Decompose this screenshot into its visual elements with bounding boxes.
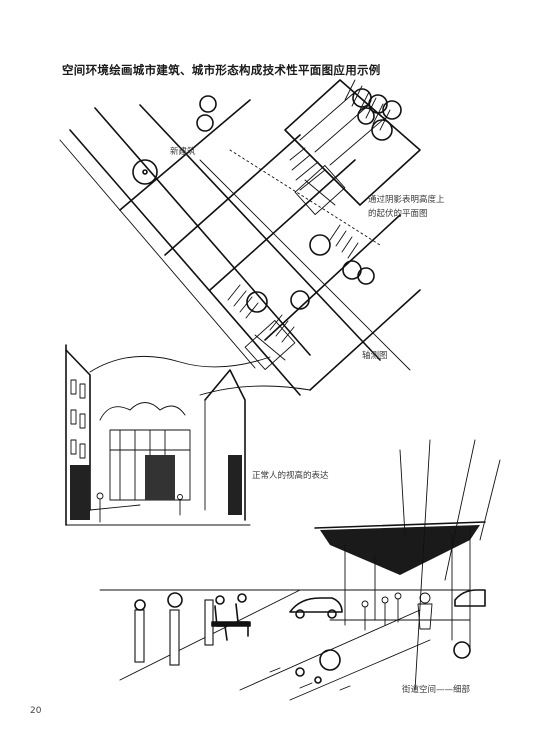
label-shadow-plan-line2: 的起伏的平面图 (368, 209, 428, 219)
street-detail-drawing (99, 439, 501, 701)
label-street-detail: 街道空间——细部 (402, 685, 471, 695)
label-new-building: 新建筑 (170, 147, 196, 157)
label-shadow-plan-line1: 通过阴影表明高度上 (368, 195, 445, 205)
page-number: 20 (30, 706, 42, 716)
label-eye-level: 正常人的视高的表达 (252, 471, 329, 481)
perspective-street-drawing (65, 344, 311, 526)
label-axonometric: 轴测图 (362, 351, 388, 361)
axonometric-plan-drawing (59, 79, 421, 396)
page-title: 空间环境绘画城市建筑、城市形态构成技术性平面图应用示例 (62, 63, 381, 77)
